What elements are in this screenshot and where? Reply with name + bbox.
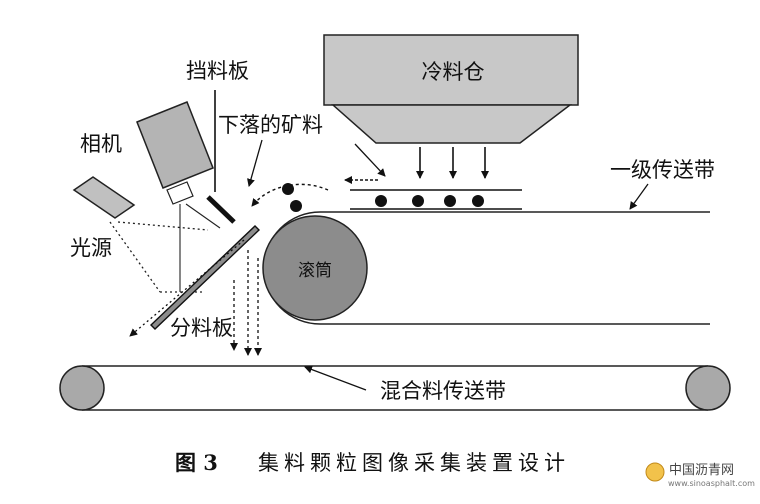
- particle: [375, 195, 387, 207]
- baffle-label: 挡料板: [186, 59, 249, 83]
- watermark-logo: [645, 462, 665, 482]
- watermark: 中国沥青网 www.sinoasphalt.com: [645, 462, 755, 488]
- particle: [412, 195, 424, 207]
- particle: [444, 195, 456, 207]
- drum-label: 滚筒: [298, 261, 332, 281]
- cold-bin-funnel: [331, 104, 573, 144]
- falling-ore-label: 下落的矿料: [218, 113, 323, 137]
- light-ray: [109, 221, 161, 293]
- conveyor1-label: 一级传送带: [610, 158, 715, 182]
- camera-label: 相机: [80, 132, 122, 156]
- watermark-url: www.sinoasphalt.com: [668, 479, 755, 488]
- camera-lens: [166, 181, 194, 205]
- camera-body: [136, 101, 214, 189]
- falling-trajectory: [251, 183, 329, 207]
- drum: [262, 215, 368, 321]
- figure-number: 图 3: [175, 450, 218, 475]
- figure-caption: 集料颗粒图像采集装置设计: [258, 451, 570, 475]
- mix-conveyor-label: 混合料传送带: [380, 379, 506, 403]
- splitter-label: 分料板: [170, 316, 233, 340]
- mix-roller-left: [59, 365, 105, 411]
- conveyor1-leader: [629, 183, 649, 210]
- splitter-plate: [149, 225, 261, 330]
- watermark-name: 中国沥青网: [669, 463, 734, 478]
- baffle-plate: [206, 195, 236, 224]
- mix-roller-right: [685, 365, 731, 411]
- light-source-label: 光源: [70, 236, 112, 260]
- light-ray: [117, 221, 209, 231]
- cold-bin-label: 冷料仓: [422, 60, 485, 84]
- particle: [290, 200, 302, 212]
- particle: [472, 195, 484, 207]
- falling-ore-leader: [247, 139, 263, 187]
- cold-bin-box: [323, 34, 579, 106]
- mix-conveyor-leader: [304, 365, 367, 391]
- light-source-body: [72, 176, 136, 219]
- camera-view: [185, 203, 221, 229]
- falling-ore-arrow-right: [354, 143, 386, 177]
